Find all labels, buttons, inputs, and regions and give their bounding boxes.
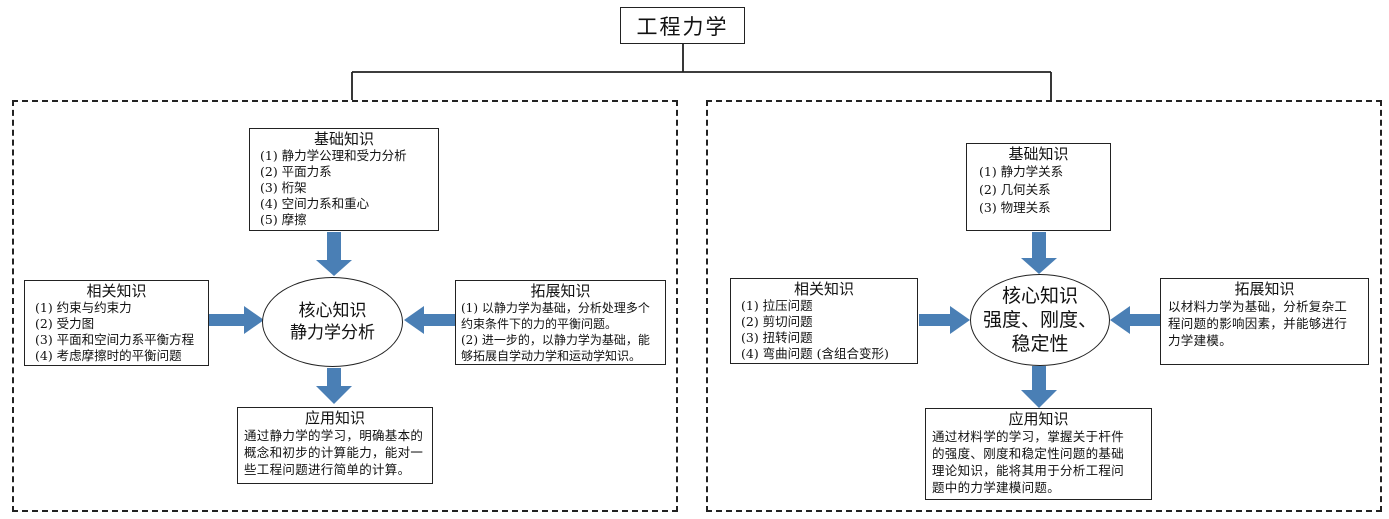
left-applied-line: 些工程问题进行简单的计算。 (244, 462, 411, 477)
left-applied-knowledge-box: 应用知识 通过静力学的学习，明确基本的 概念和初步的计算能力，能对一 些工程问题… (237, 407, 433, 484)
left-applied-line: 概念和初步的计算能力，能对一 (244, 445, 424, 460)
right-core-line1: 核心知识 (1001, 285, 1078, 307)
left-arrow-right (209, 306, 264, 334)
right-extended-knowledge-box: 拓展知识 以材料力学为基础，分析复杂工 程问题的影响因素，并能够进行 力学建模。 (1160, 278, 1369, 365)
right-applied-line: 题中的力学建模问题。 (932, 480, 1061, 495)
right-related-item: (4) 弯曲问题 (含组合变形) (741, 346, 889, 361)
left-extended-line: 够拓展自学动力学和运动学知识。 (461, 349, 642, 363)
right-applied-line: 理论知识，能将其用于分析工程问 (932, 463, 1125, 478)
right-related-item: (3) 扭转问题 (741, 330, 813, 345)
right-applied-knowledge-box: 应用知识 通过材料学的学习，掌握关于杆件 的强度、刚度和稳定性问题的基础 理论知… (925, 408, 1152, 500)
right-basic-knowledge-box: 基础知识 (1) 静力学关系 (2) 几何关系 (3) 物理关系 (966, 143, 1111, 231)
left-applied-line: 通过静力学的学习，明确基本的 (244, 428, 424, 443)
right-extended-line: 以材料力学为基础，分析复杂工 (1168, 299, 1348, 314)
left-extended-line: (2) 进一步的，以静力学为基础，能 (461, 333, 650, 347)
left-related-item: (1) 约束与约束力 (35, 300, 132, 315)
right-extended-line: 程问题的影响因素，并能够进行 (1168, 316, 1348, 331)
root-title-box: 工程力学 (620, 7, 745, 44)
left-basic-item: (3) 桁架 (260, 180, 307, 195)
right-applied-line: 通过材料学的学习，掌握关于杆件 (932, 429, 1125, 444)
right-core-line2: 强度、刚度、 (982, 309, 1097, 331)
left-basic-item: (1) 静力学公理和受力分析 (260, 148, 407, 163)
right-related-knowledge-box: 相关知识 (1) 拉压问题 (2) 剪切问题 (3) 扭转问题 (4) 弯曲问题… (730, 278, 918, 364)
left-arrow-down-bottom (316, 368, 352, 404)
arrows (209, 232, 1160, 408)
right-basic-item: (1) 静力学关系 (979, 164, 1064, 179)
right-basic-title: 基础知识 (1008, 145, 1069, 163)
right-applied-line: 的强度、刚度和稳定性问题的基础 (932, 446, 1125, 461)
right-arrow-down-top (1021, 232, 1057, 274)
left-basic-title: 基础知识 (313, 130, 374, 148)
left-related-item: (3) 平面和空间力系平衡方程 (35, 332, 195, 347)
left-basic-item: (4) 空间力系和重心 (260, 196, 370, 211)
right-related-item: (2) 剪切问题 (741, 314, 813, 329)
right-arrow-left (1110, 306, 1160, 334)
left-arrow-left (404, 306, 455, 334)
left-related-knowledge-box: 相关知识 (1) 约束与约束力 (2) 受力图 (3) 平面和空间力系平衡方程 … (24, 280, 209, 366)
left-applied-title: 应用知识 (304, 409, 365, 427)
tree-connectors (351, 44, 1052, 100)
left-core-line1: 核心知识 (298, 301, 367, 321)
left-basic-item: (2) 平面力系 (260, 164, 332, 179)
left-core-line2: 静力学分析 (290, 323, 375, 343)
right-applied-title: 应用知识 (1008, 410, 1069, 428)
left-extended-title: 拓展知识 (530, 282, 591, 300)
right-arrow-right (919, 306, 970, 334)
right-basic-item: (2) 几何关系 (979, 182, 1051, 197)
left-group-frame (12, 100, 678, 512)
left-extended-line: 约束条件下的力的平衡问题。 (461, 317, 618, 331)
left-basic-item: (5) 摩擦 (260, 212, 307, 227)
left-related-item: (4) 考虑摩擦时的平衡问题 (35, 348, 182, 363)
root-title: 工程力学 (636, 14, 729, 39)
right-group-frame (706, 100, 1382, 512)
right-extended-title: 拓展知识 (1234, 280, 1295, 298)
left-core-knowledge-ellipse: 核心知识 静力学分析 (262, 277, 403, 367)
left-related-title: 相关知识 (86, 282, 147, 300)
left-extended-knowledge-box: 拓展知识 (1) 以静力学为基础，分析处理多个 约束条件下的力的平衡问题。 (2… (455, 280, 666, 365)
left-arrow-down-top (316, 232, 352, 276)
left-related-item: (2) 受力图 (35, 316, 95, 331)
left-extended-line: (1) 以静力学为基础，分析处理多个 (461, 301, 650, 315)
right-core-line3: 稳定性 (1011, 333, 1069, 355)
right-related-title: 相关知识 (793, 280, 854, 298)
right-basic-item: (3) 物理关系 (979, 200, 1051, 215)
right-related-item: (1) 拉压问题 (741, 298, 813, 313)
right-arrow-down-bottom (1021, 366, 1057, 408)
left-basic-knowledge-box: 基础知识 (1) 静力学公理和受力分析 (2) 平面力系 (3) 桁架 (4) … (249, 128, 439, 231)
right-core-knowledge-ellipse: 核心知识 强度、刚度、 稳定性 (970, 274, 1110, 366)
right-extended-line: 力学建模。 (1168, 333, 1233, 348)
